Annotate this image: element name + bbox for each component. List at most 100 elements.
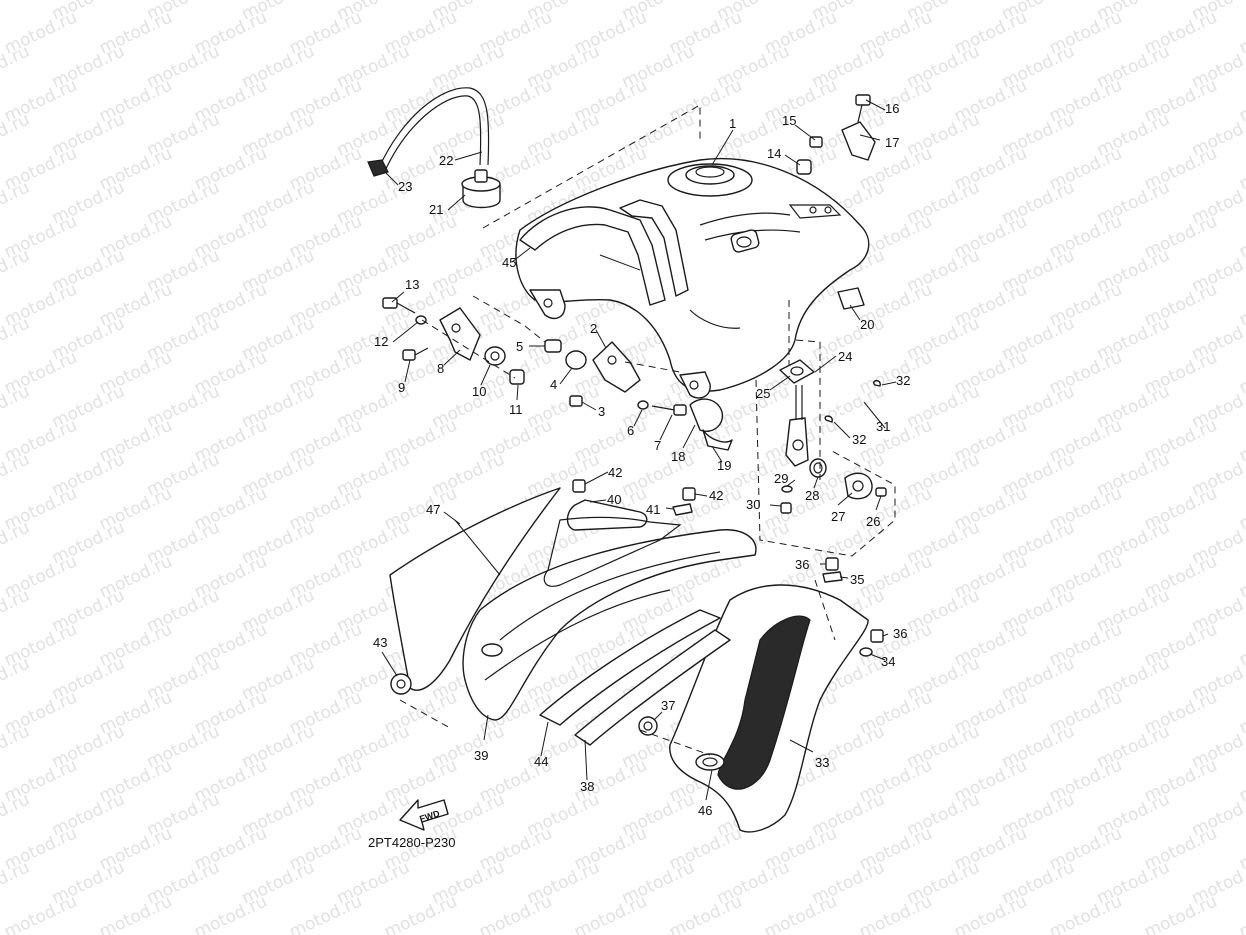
callout-6: 6 xyxy=(627,423,634,438)
watermark-text: motod.ru xyxy=(666,891,745,935)
callout-32a: 32 xyxy=(896,373,910,388)
graphic-47 xyxy=(389,487,561,691)
washer-12 xyxy=(415,315,427,325)
watermark-text: motod.ru xyxy=(1046,891,1125,935)
callout-labels: 1 2 3 4 5 6 7 8 9 10 11 12 13 14 15 16 1… xyxy=(373,101,910,818)
callout-15: 15 xyxy=(782,113,796,128)
watermark-text: motod.ru xyxy=(1,891,80,935)
callout-16: 16 xyxy=(885,101,899,116)
callout-22: 22 xyxy=(439,153,453,168)
callout-23: 23 xyxy=(398,179,412,194)
watermark-text: motod.ru xyxy=(286,891,365,935)
side-cover-39 xyxy=(462,529,757,721)
callout-26: 26 xyxy=(866,514,880,529)
clip-32a xyxy=(873,379,881,387)
callout-39: 39 xyxy=(474,748,488,763)
damper-10 xyxy=(484,346,506,366)
bracket-8 xyxy=(439,307,481,361)
callout-42b: 42 xyxy=(709,488,723,503)
bolt-36a xyxy=(825,557,839,571)
band-19 xyxy=(702,429,733,451)
callout-47: 47 xyxy=(426,502,440,517)
callout-30: 30 xyxy=(746,497,760,512)
damper-18 xyxy=(689,398,724,432)
bolt-42a xyxy=(572,479,586,493)
callout-4: 4 xyxy=(550,377,557,392)
callout-45: 45 xyxy=(502,255,516,270)
fuel-pipe-31 xyxy=(835,393,867,421)
watermark-text: motod.ru xyxy=(191,891,270,935)
diagram-code: 2PT4280-P230 xyxy=(368,835,455,850)
callout-32b: 32 xyxy=(852,432,866,447)
seal-38 xyxy=(574,629,731,746)
lever-27 xyxy=(844,472,873,500)
callout-27: 27 xyxy=(831,509,845,524)
emblem-40 xyxy=(543,499,682,587)
callout-17: 17 xyxy=(885,135,899,150)
bolt-15 xyxy=(809,136,823,148)
watermark-text: motod.ru xyxy=(476,891,555,935)
fuel-cap-21 xyxy=(461,169,501,209)
bracket-17 xyxy=(841,121,876,161)
callout-33: 33 xyxy=(815,755,829,770)
watermark-text: motod.ru xyxy=(381,891,460,935)
callout-46: 46 xyxy=(698,803,712,818)
oring-28 xyxy=(809,458,827,478)
callout-1: 1 xyxy=(729,116,736,131)
clip-32b xyxy=(824,415,833,423)
watermark-text: motod.ru xyxy=(96,891,175,935)
callout-34: 34 xyxy=(881,654,895,669)
callout-18: 18 xyxy=(671,449,685,464)
callout-3: 3 xyxy=(598,404,605,419)
callout-42a: 42 xyxy=(608,465,622,480)
bolt-7 xyxy=(651,404,687,416)
callout-12: 12 xyxy=(374,334,388,349)
watermark-text: motod.ru xyxy=(1141,891,1220,935)
callout-24: 24 xyxy=(838,349,852,364)
callout-20: 20 xyxy=(860,317,874,332)
screw-43 xyxy=(390,673,412,695)
washer-34 xyxy=(859,647,873,657)
callout-13: 13 xyxy=(405,277,419,292)
bracket-2 xyxy=(592,341,641,393)
watermark-text: motod.ru xyxy=(951,891,1030,935)
watermark-text: motod.ru xyxy=(1236,891,1246,935)
callout-43: 43 xyxy=(373,635,387,650)
plate-26 xyxy=(875,487,887,497)
bolt-36b xyxy=(870,629,884,643)
washer-6 xyxy=(637,400,649,410)
pad-20 xyxy=(837,287,865,310)
seal-44 xyxy=(539,609,721,726)
callout-37: 37 xyxy=(661,698,675,713)
callout-40: 40 xyxy=(607,492,621,507)
callout-35: 35 xyxy=(850,572,864,587)
callout-38: 38 xyxy=(580,779,594,794)
hose-clip-23 xyxy=(367,159,389,177)
watermark-text: motod.ru xyxy=(761,891,840,935)
screw-30 xyxy=(780,502,792,514)
callout-36a: 36 xyxy=(795,557,809,572)
callout-19: 19 xyxy=(717,458,731,473)
callout-5: 5 xyxy=(516,339,523,354)
callout-29: 29 xyxy=(774,471,788,486)
assembly-lines xyxy=(399,104,896,756)
watermark-text: motod.ru xyxy=(571,891,650,935)
washer-35 xyxy=(822,571,843,583)
callout-10: 10 xyxy=(472,384,486,399)
washer-29 xyxy=(781,485,793,493)
leader-lines xyxy=(381,99,897,801)
bolt-42b xyxy=(682,487,696,501)
screw-37 xyxy=(638,716,658,736)
callout-2: 2 xyxy=(590,321,597,336)
collar-14 xyxy=(796,159,812,175)
tank-carrier-45 xyxy=(519,199,689,306)
bolt-3 xyxy=(569,395,583,407)
callout-36b: 36 xyxy=(893,626,907,641)
fuel-cock-24 xyxy=(785,385,809,467)
callout-11: 11 xyxy=(509,402,523,417)
callout-44: 44 xyxy=(534,754,548,769)
callout-14: 14 xyxy=(767,146,781,161)
